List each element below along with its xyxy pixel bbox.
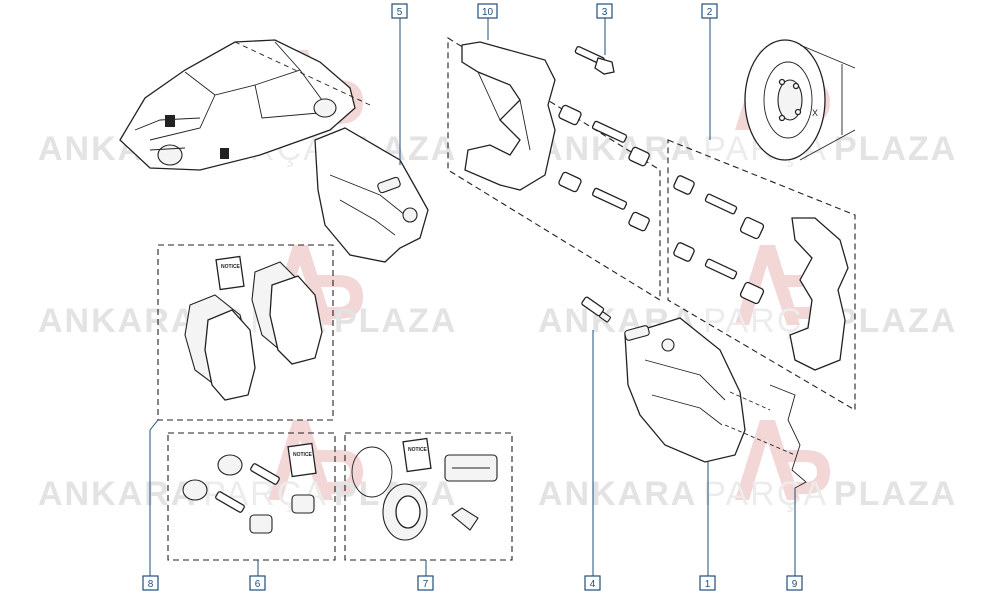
leader-lines [149, 18, 796, 576]
notice-booklet: NOTICE [287, 442, 317, 478]
right-caliper-bracket [789, 217, 849, 371]
watermark-logo [735, 420, 830, 500]
callout-6: 6 [249, 575, 266, 591]
svg-text:2: 2 [707, 7, 713, 18]
brake-location-marker [220, 148, 229, 159]
callout-9: 9 [786, 575, 803, 591]
svg-text:1: 1 [705, 579, 711, 590]
spring-clip [769, 384, 807, 489]
bolt [574, 45, 615, 75]
svg-text:3: 3 [602, 7, 608, 18]
svg-text:NOTICE: NOTICE [293, 452, 313, 458]
svg-text:8: 8 [148, 579, 154, 590]
callout-3: 3 [596, 3, 613, 19]
guide-kit-outline [167, 432, 336, 561]
svg-text:NOTICE: NOTICE [221, 264, 241, 270]
brake-pads: NOTICE [184, 255, 323, 401]
seal-kit-parts: NOTICE [351, 437, 498, 541]
guide-kit-parts: NOTICE [182, 442, 317, 534]
notice-booklet: NOTICE [402, 437, 432, 473]
right-kit-outline [667, 139, 856, 411]
callout-8: 8 [142, 575, 159, 591]
brake-location-marker [165, 115, 175, 127]
bleed-screw [581, 296, 611, 323]
brake-disc: X [744, 39, 856, 161]
svg-text:4: 4 [590, 579, 596, 590]
callout-2: 2 [701, 3, 718, 19]
callouts: 5 10 3 2 8 6 7 4 [142, 3, 803, 591]
pad-kit-outline [157, 244, 334, 421]
svg-text:6: 6 [255, 579, 261, 590]
car-illustration [119, 39, 371, 171]
svg-text:5: 5 [397, 7, 403, 18]
bracket-kit-outline [447, 37, 661, 301]
svg-text:NOTICE: NOTICE [408, 447, 428, 453]
guide-pins-kit [558, 104, 650, 232]
right-guide-pins [673, 175, 765, 305]
svg-text:10: 10 [482, 7, 494, 18]
callout-4: 4 [584, 575, 601, 591]
callout-5: 5 [391, 3, 408, 19]
notice-booklet: NOTICE [215, 255, 245, 291]
callout-1: 1 [699, 575, 716, 591]
caliper-bracket [461, 41, 556, 191]
svg-text:9: 9 [792, 579, 798, 590]
watermark-logo [268, 420, 363, 500]
dimension-label: X [812, 108, 818, 118]
brake-caliper-lower [624, 317, 746, 463]
seal-kit-outline [344, 432, 513, 561]
callout-10: 10 [477, 3, 498, 19]
dust-cap [451, 507, 479, 531]
svg-text:7: 7 [423, 579, 429, 590]
callout-7: 7 [417, 575, 434, 591]
